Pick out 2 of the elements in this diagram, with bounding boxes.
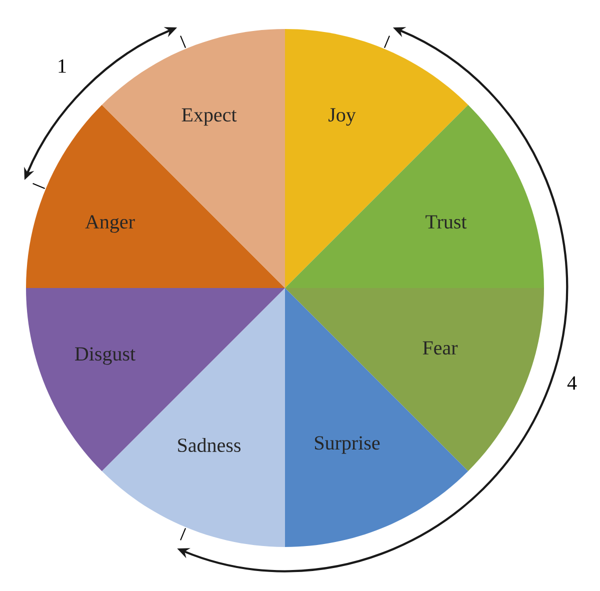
edge-label: 1 [56, 58, 68, 74]
edge-label: 4 [566, 375, 578, 391]
